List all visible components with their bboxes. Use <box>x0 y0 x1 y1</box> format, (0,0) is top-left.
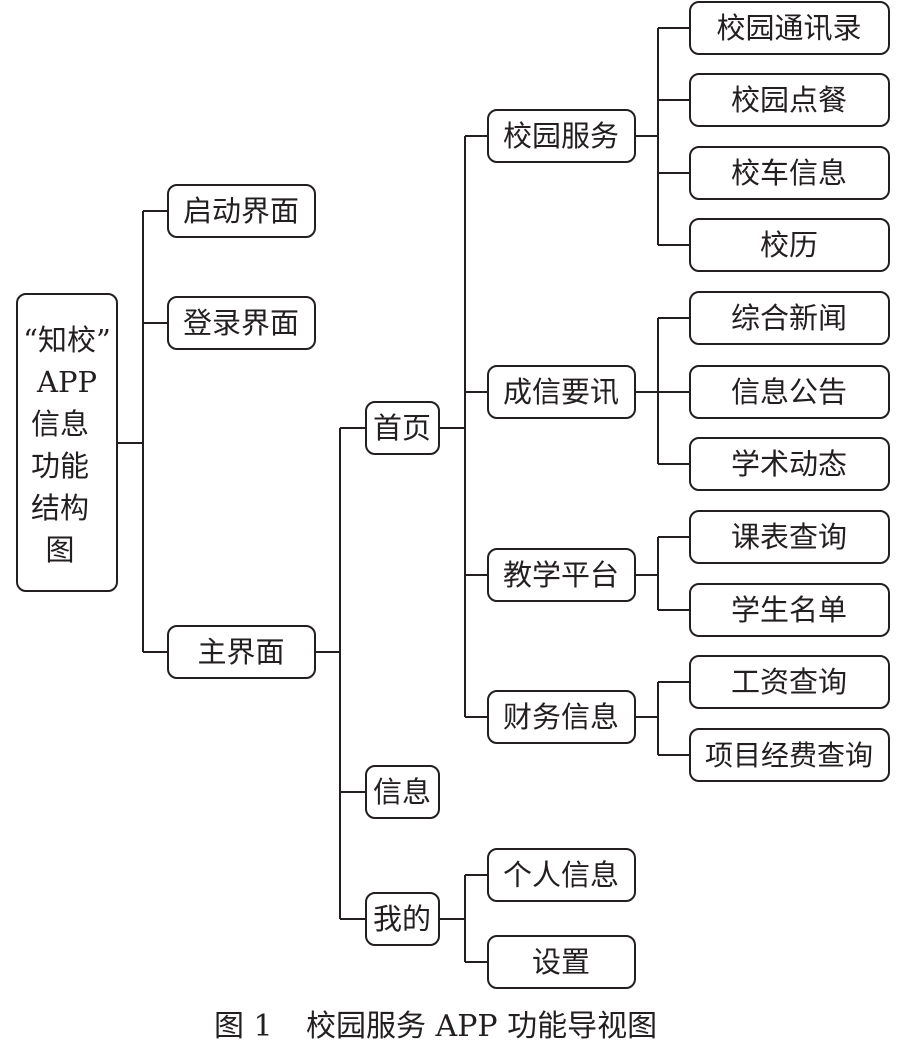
node-salary-query: 工资查询 <box>689 655 890 709</box>
node-news-label: 成信要讯 <box>503 375 619 409</box>
node-mine: 我的 <box>365 892 440 946</box>
node-campus-contacts: 校园通讯录 <box>689 1 890 55</box>
node-teaching-platform-label: 教学平台 <box>503 558 619 592</box>
node-messages: 信息 <box>365 765 440 819</box>
node-student-roster: 学生名单 <box>689 583 890 637</box>
root-line-2: APP <box>36 365 97 399</box>
node-general-news: 综合新闻 <box>689 291 890 345</box>
node-start-screen-label: 启动界面 <box>183 194 299 228</box>
node-campus-contacts-label: 校园通讯录 <box>716 11 861 45</box>
node-campus-bus-label: 校车信息 <box>731 156 847 190</box>
node-messages-label: 信息 <box>373 775 431 809</box>
connector-lines <box>118 27 690 963</box>
node-mine-label: 我的 <box>373 902 431 936</box>
node-settings: 设置 <box>487 935 636 989</box>
root-node: “知校” APP 信息 功能 结构 图 <box>16 293 118 592</box>
node-school-calendar: 校历 <box>689 218 890 272</box>
node-news: 成信要讯 <box>487 365 636 419</box>
node-finance-info-label: 财务信息 <box>503 700 619 734</box>
node-project-funds-query: 项目经费查询 <box>689 728 890 782</box>
root-line-6: 图 <box>45 533 74 567</box>
node-teaching-platform: 教学平台 <box>487 548 636 602</box>
node-personal-info: 个人信息 <box>487 848 636 902</box>
root-line-4: 功能 <box>31 449 89 483</box>
node-login-screen-label: 登录界面 <box>183 306 299 340</box>
root-line-5: 结构 <box>31 491 89 525</box>
figure-number: 图 1 <box>214 1009 273 1044</box>
node-campus-bus: 校车信息 <box>689 146 890 200</box>
node-login-screen: 登录界面 <box>167 296 316 350</box>
node-general-news-label: 综合新闻 <box>731 301 847 335</box>
node-home-label: 首页 <box>373 411 431 445</box>
root-line-3: 信息 <box>31 407 89 441</box>
node-main-screen-label: 主界面 <box>197 635 284 669</box>
node-academic-news: 学术动态 <box>689 437 890 491</box>
node-main-screen: 主界面 <box>167 625 316 679</box>
node-timetable-query: 课表查询 <box>689 510 890 564</box>
node-campus-service: 校园服务 <box>487 109 636 163</box>
node-salary-query-label: 工资查询 <box>731 665 847 699</box>
node-home: 首页 <box>365 401 440 455</box>
node-project-funds-query-label: 项目经费查询 <box>705 739 873 772</box>
node-settings-label: 设置 <box>532 945 590 979</box>
node-timetable-query-label: 课表查询 <box>731 520 847 554</box>
root-line-1: “知校” <box>23 323 111 357</box>
figure-caption-text: 校园服务 APP 功能导视图 <box>306 1009 657 1044</box>
node-personal-info-label: 个人信息 <box>503 858 619 892</box>
node-notices-label: 信息公告 <box>731 375 847 409</box>
node-finance-info: 财务信息 <box>487 690 636 744</box>
node-campus-ordering-label: 校园点餐 <box>731 83 847 117</box>
node-notices: 信息公告 <box>689 365 890 419</box>
node-student-roster-label: 学生名单 <box>731 593 847 627</box>
node-start-screen: 启动界面 <box>167 184 316 238</box>
figure-caption: 图 1 校园服务 APP 功能导视图 <box>214 1009 657 1044</box>
node-school-calendar-label: 校历 <box>760 228 818 262</box>
node-campus-service-label: 校园服务 <box>503 119 619 153</box>
node-campus-ordering: 校园点餐 <box>689 73 890 127</box>
node-academic-news-label: 学术动态 <box>731 447 847 481</box>
